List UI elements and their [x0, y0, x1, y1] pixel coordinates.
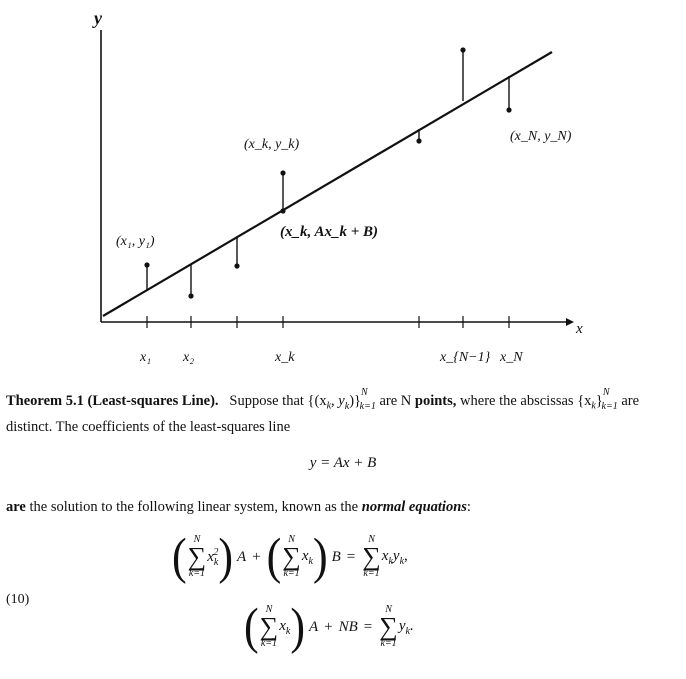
data-point-1 — [144, 262, 150, 268]
data-point-6 — [460, 47, 466, 53]
tick-label: x_{N−1} — [439, 350, 491, 365]
x-tick-labels: x₁ x₂ x_k x_{N−1} x_N — [139, 350, 523, 365]
theorem-text-5: } — [595, 392, 603, 409]
data-point-2 — [188, 293, 194, 299]
theorem-points-word: points, — [414, 392, 457, 409]
tick-label: x₂ — [182, 350, 194, 365]
label-point-N: (x_N, y_N) — [510, 129, 572, 144]
least-squares-line — [102, 51, 553, 317]
x-axis-arrow-icon — [566, 318, 574, 326]
theorem-statement: Theorem 5.1 (Least-squares Line). Suppos… — [6, 387, 640, 435]
label-point-1: (x₁, y₁) — [116, 234, 155, 249]
equation-number: (10) — [6, 592, 30, 607]
normal-equation-1: ( N∑k=1 xk2 ) A + ( N∑k=1 xk ) B = N∑k=1… — [172, 528, 408, 585]
x-ticks — [146, 316, 510, 328]
tick-label: x_k — [274, 350, 295, 365]
tick-label: x₁ — [139, 350, 151, 365]
least-squares-line-equation: y = Ax + B — [309, 455, 377, 471]
tick-label: x_N — [499, 350, 523, 365]
normal-equations-term: normal equations — [361, 499, 467, 515]
y-axis-label: y — [92, 8, 103, 28]
theorem-text-4: where the abscissas {x — [456, 392, 592, 409]
theorem-text-1: Suppose that {(x — [229, 392, 327, 409]
fit-point-k — [280, 208, 286, 214]
label-fit-point-k: (x_k, Ax_k + B) — [280, 224, 378, 240]
normal-equation-2: ( N∑k=1 xk ) A + NB = N∑k=1 yk. — [244, 598, 414, 655]
data-points — [144, 47, 512, 299]
theorem-text-3: are N — [375, 392, 415, 409]
normal-equations-sentence: are the solution to the following linear… — [6, 499, 471, 515]
label-point-k: (x_k, y_k) — [244, 137, 300, 152]
theorem-text-6: are distinct. The coefficients of the le… — [6, 392, 640, 435]
data-point-5 — [416, 138, 422, 144]
theorem-title: Theorem 5.1 (Least-squares Line). — [6, 392, 219, 409]
theorem-text-2: )} — [349, 392, 361, 409]
data-point-k — [280, 170, 286, 176]
data-point-N — [506, 107, 512, 113]
data-point-3 — [234, 263, 240, 269]
least-squares-figure: y x (x₁, y₁) (x_k, y_k) (x_k, Ax_k + B) … — [92, 8, 583, 365]
x-axis-label: x — [575, 321, 583, 337]
